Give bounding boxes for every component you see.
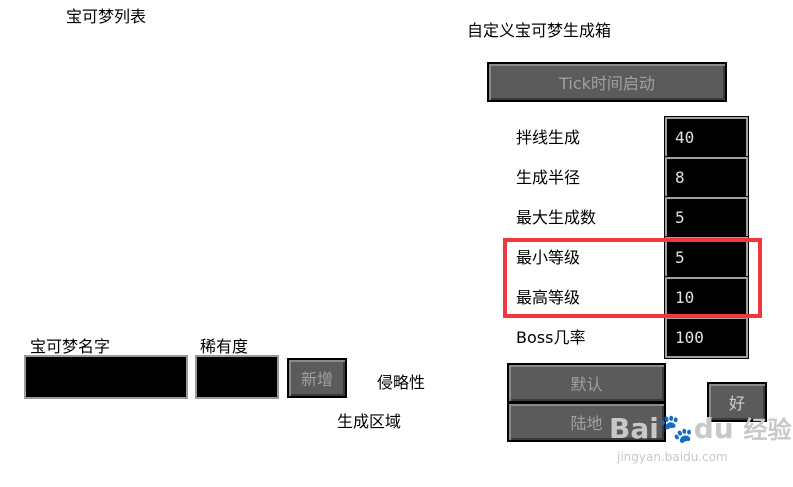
pokemon-name-input[interactable] [24,355,188,399]
max-level-field[interactable]: 10 [664,276,749,319]
max-spawn-field[interactable]: 5 [664,196,749,239]
tick-start-button[interactable]: Tick时间启动 [487,62,727,102]
ok-button[interactable]: 好 [707,382,767,422]
default-button[interactable]: 默认 [507,363,666,403]
rarity-input[interactable] [195,355,279,399]
land-button[interactable]: 陆地 [507,402,666,442]
spawn-area-label: 生成区域 [337,412,402,431]
min-level-field[interactable]: 5 [664,236,749,279]
pokemon-name-label: 宝可梦名字 [30,337,111,356]
row-label-max-spawn: 最大生成数 [516,208,597,227]
pokemon-list-title: 宝可梦列表 [66,7,147,26]
row-label-boss-chance: Boss几率 [516,328,586,347]
row-label-radius: 生成半径 [516,168,581,187]
rarity-label: 稀有度 [200,337,249,356]
invasive-label: 侵略性 [377,373,426,392]
boss-chance-field[interactable]: 100 [664,316,749,359]
spawner-title: 自定义宝可梦生成箱 [467,21,612,40]
tripwire-spawn-field[interactable]: 40 [664,116,749,159]
row-label-min-level: 最小等级 [516,248,581,267]
add-button[interactable]: 新增 [287,358,347,398]
spawn-radius-field[interactable]: 8 [664,156,749,199]
watermark-url: jingyan.baidu.com [617,450,728,464]
row-label-tripwire: 拌线生成 [516,128,581,147]
row-label-max-level: 最高等级 [516,288,581,307]
